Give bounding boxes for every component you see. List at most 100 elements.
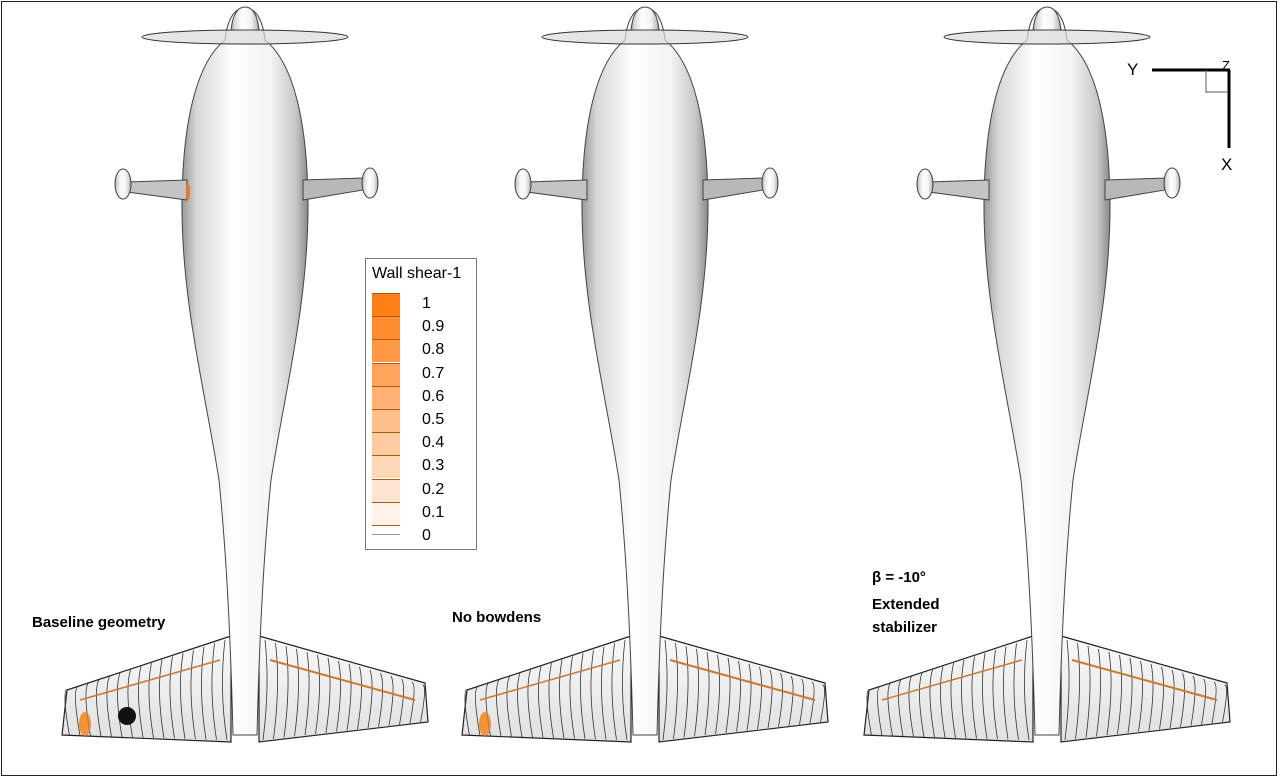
panel-label-no-bowdens: No bowdens [452,606,541,629]
legend-level: 0.9 [372,316,472,340]
legend-swatch [372,293,400,316]
streamline [475,685,481,736]
hinge-line [881,659,1023,701]
streamline [757,666,762,730]
legend-tick-label: 0.4 [422,434,445,452]
streamline [950,663,956,738]
legend-tick-label: 0.3 [422,457,445,475]
streamline [1024,639,1030,741]
legend-level: 0.6 [372,385,472,409]
sideslip-angle-label: β = -10° [872,569,926,586]
aircraft-2 [461,6,829,743]
propeller-disk [141,29,349,45]
legend-swatch [372,409,400,432]
right-strut [702,177,764,201]
hinge-line [269,659,416,701]
label-line: No bowdens [452,609,542,626]
streamline [148,663,154,738]
legend-tick-label: 0.5 [422,411,445,428]
spinner [630,6,660,31]
streamline [908,676,914,737]
streamline [715,654,720,735]
left-strut [928,179,990,201]
streamline [820,684,825,723]
legend-swatch [372,362,400,386]
legend-level: 0 [372,525,472,548]
streamline [127,669,133,738]
propeller-disk [943,29,1151,45]
streamline [262,639,268,741]
streamline [1127,657,1133,733]
legend-swatch [372,339,400,363]
streamline [559,659,565,739]
streamline [580,653,586,739]
streamline [982,653,988,739]
streamline [919,672,925,738]
spinner [1032,6,1062,31]
left-pod [514,168,532,200]
streamline [569,656,575,739]
streamline [1003,646,1009,740]
streamline [367,669,373,729]
axis-y-label: Y [1127,60,1139,79]
streamline [971,656,977,739]
left-stabilizer [461,635,632,743]
legend-level: 0.8 [372,339,472,363]
streamline [527,669,533,738]
streamline [736,660,741,732]
right-strut [302,177,364,201]
hinge-line [669,659,816,701]
streamline [1117,654,1122,735]
legend-swatch [372,501,400,525]
streamline [601,646,607,740]
streamline [409,681,415,724]
legend-swatch [372,385,400,409]
streamline [378,672,383,727]
legend-title: Wall shear-1 [372,265,462,282]
streamline [611,643,617,740]
fuselage [983,7,1111,736]
label-line: Extended stabilizer [872,596,940,636]
streamline [1106,651,1112,736]
right-strut [1104,177,1166,201]
streamline [1064,639,1070,741]
streamline [1169,669,1175,729]
streamline [138,666,144,738]
fuselage [181,7,309,736]
hinge-line [1071,659,1218,701]
legend-tick-label: 0 [422,527,431,544]
right-angle-marker [1205,70,1228,93]
streamline [1211,681,1217,724]
propeller-disk [541,29,749,45]
streamline [283,645,289,738]
legend-tick-label: 0.7 [422,364,445,382]
legend-tick-label: 0.1 [422,503,445,521]
streamline [506,676,512,737]
streamline [336,660,341,732]
streamline [778,672,783,727]
spinner [230,6,260,31]
streamline [548,663,554,738]
streamline [222,639,228,741]
streamline [929,669,935,738]
streamline [294,648,299,737]
streamline [1075,642,1080,739]
streamline [725,657,731,733]
streamline [357,666,362,730]
high-shear-region [187,185,190,199]
streamline [809,681,815,724]
left-strut [126,179,188,201]
legend-level: 0.1 [372,501,472,525]
legend-swatch [372,525,400,535]
streamline [898,679,904,737]
streamline [304,651,310,736]
streamline [464,689,470,736]
right-pod [361,167,379,199]
right-pod [1163,167,1181,199]
streamline [75,685,81,736]
streamline [799,678,804,725]
streamline [273,642,278,739]
legend-tick-label: 1 [422,295,431,312]
